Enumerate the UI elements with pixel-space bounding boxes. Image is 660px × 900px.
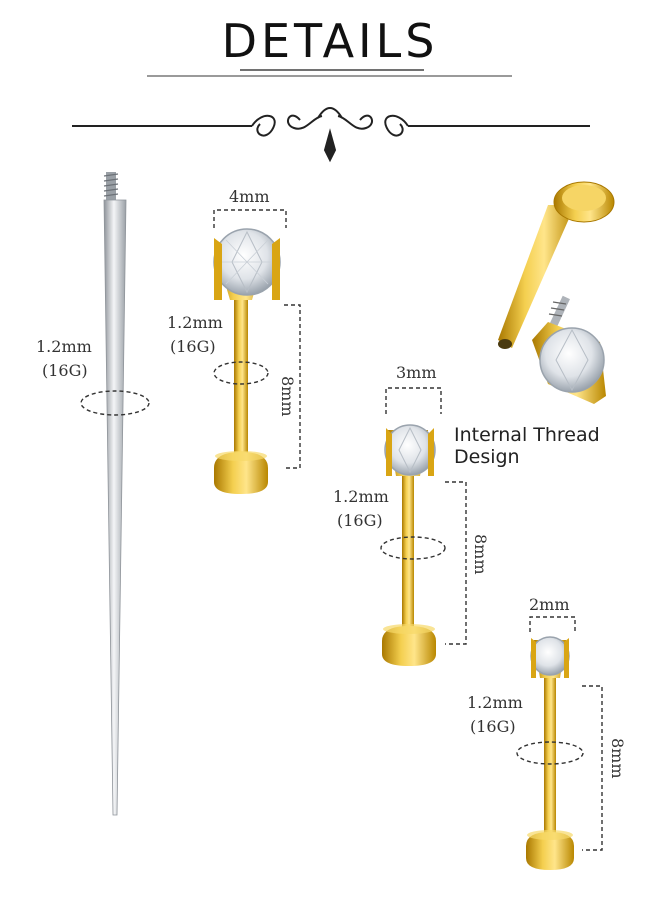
labret-3mm-gem-size: 3mm — [396, 363, 437, 382]
labret-4mm-gem-size: 4mm — [229, 187, 270, 206]
labret-2mm-gem-size: 2mm — [529, 595, 570, 614]
taper-gauge-g: (16G) — [42, 361, 88, 380]
labret-2mm-length: 8mm — [608, 738, 627, 779]
labret-4mm-length: 8mm — [278, 376, 297, 417]
labret-2mm-dimensions — [516, 616, 603, 851]
labret-2mm — [526, 636, 574, 870]
labret-4mm-gauge-mm: 1.2mm — [167, 313, 223, 332]
internal-thread-label: Internal Thread Design — [454, 424, 600, 468]
title-underline — [147, 69, 512, 77]
page-title: DETAILS — [221, 14, 439, 68]
labret-3mm-length: 8mm — [471, 534, 490, 575]
labret-2mm-gauge-mm: 1.2mm — [467, 693, 523, 712]
ornament-divider — [72, 107, 590, 163]
labret-4mm — [213, 228, 281, 494]
labret-2mm-gauge-g: (16G) — [470, 717, 516, 736]
internal-thread-detail — [498, 181, 615, 404]
labret-3mm — [382, 424, 436, 666]
labret-3mm-gauge-mm: 1.2mm — [333, 487, 389, 506]
labret-3mm-dimensions — [380, 387, 467, 645]
taper-pin — [103, 172, 127, 816]
thread-post — [548, 295, 570, 327]
labret-3mm-gauge-g: (16G) — [337, 511, 383, 530]
labret-4mm-dimensions — [213, 209, 301, 469]
labret-4mm-gauge-g: (16G) — [170, 337, 216, 356]
taper-gauge-marker — [80, 390, 150, 416]
taper-gauge-mm: 1.2mm — [36, 337, 92, 356]
